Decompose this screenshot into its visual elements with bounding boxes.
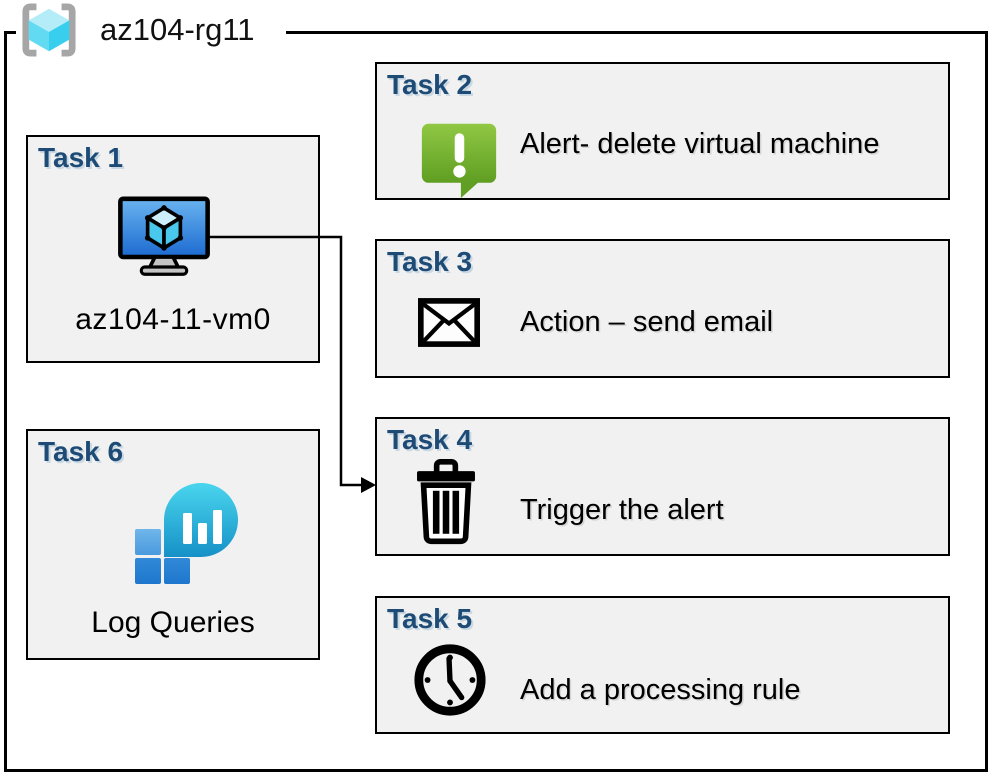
task-6-label: Log Queries <box>91 606 255 639</box>
task-6-title: Task 6 <box>38 436 124 467</box>
task-box-2: Task 2 Alert- delete virtual machine <box>375 62 950 200</box>
task-3-label: Action – send email <box>520 306 774 338</box>
task-box-6: Task 6 Log Queri <box>26 429 320 660</box>
task-1-title: Task 1 <box>38 142 124 173</box>
task-4-label: Trigger the alert <box>520 494 724 526</box>
task-box-1: Task 1 az104-11-vm0 <box>26 135 320 363</box>
alert-message-icon <box>421 123 497 199</box>
task-5-title: Task 5 <box>387 603 473 634</box>
task-4-title: Task 4 <box>387 424 473 455</box>
trash-icon <box>417 459 475 545</box>
task-box-3: Task 3 Action – send email <box>375 239 950 378</box>
task-box-5: Task 5 Add a processing rule <box>375 596 950 734</box>
log-queries-icon <box>135 483 238 584</box>
resource-group-icon <box>22 3 76 57</box>
clock-icon <box>414 644 486 716</box>
resource-group-name: az104-rg11 <box>100 12 255 47</box>
task-2-label: Alert- delete virtual machine <box>520 128 880 160</box>
virtual-machine-icon <box>118 196 210 276</box>
resource-group-label: az104-rg11 <box>16 0 286 58</box>
task-1-label: az104-11-vm0 <box>75 303 271 336</box>
email-envelope-icon <box>418 298 480 347</box>
task-5-label: Add a processing rule <box>520 674 801 706</box>
task-box-4: Task 4 Trigger the alert <box>375 417 950 556</box>
task-2-title: Task 2 <box>387 69 473 100</box>
task-3-title: Task 3 <box>387 246 473 277</box>
